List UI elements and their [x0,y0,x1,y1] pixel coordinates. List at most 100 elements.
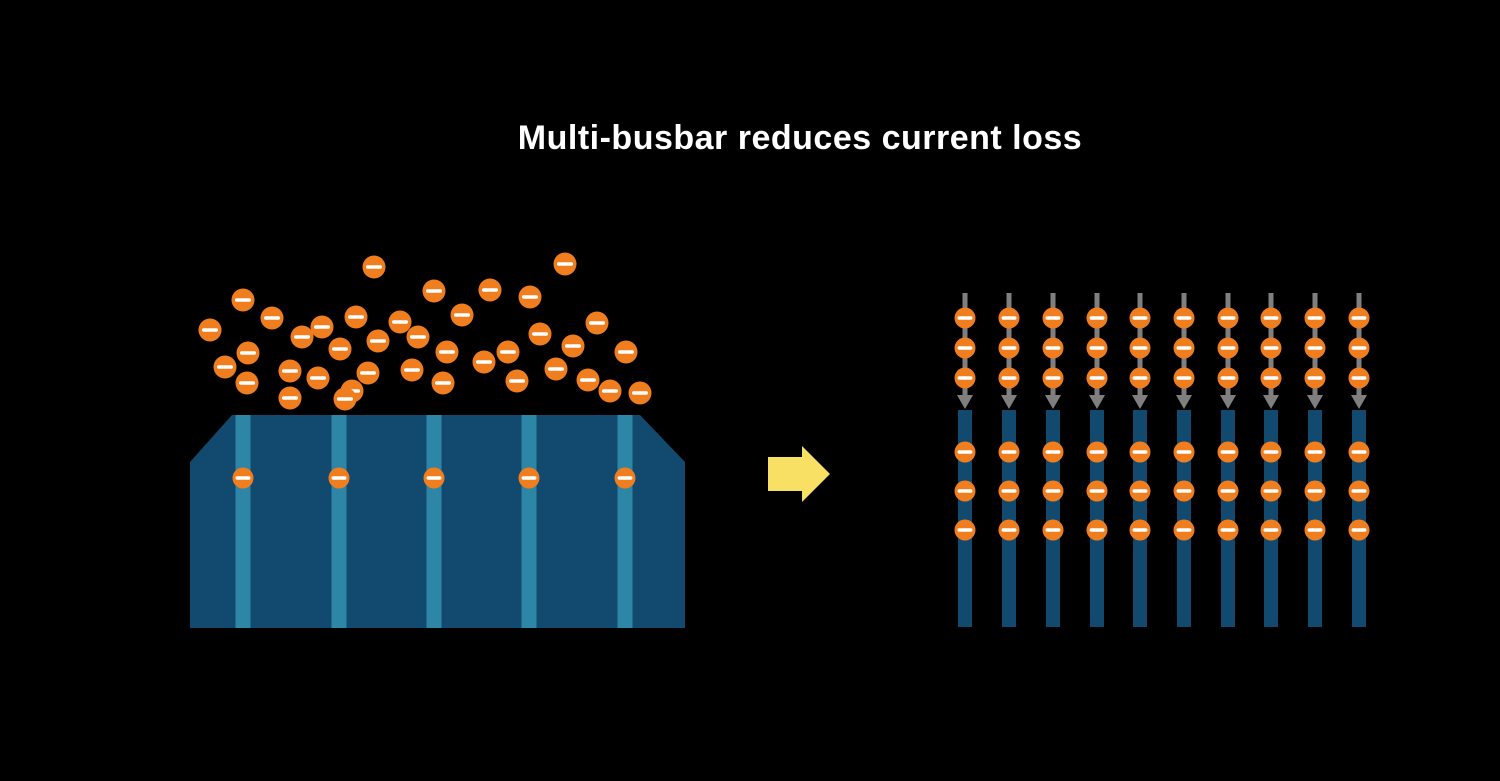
busbar-column [1173,293,1195,627]
electron-icon [278,359,302,383]
multi-busbar-cell [954,293,1370,627]
electron-icon [954,307,976,329]
electron-icon [954,519,976,541]
electron-icon [585,311,609,335]
electron-cloud [198,252,652,411]
electron-icon [1348,519,1370,541]
electron-icon [544,357,568,381]
electron-icon [1042,337,1064,359]
electron-icon [1042,307,1064,329]
electron-icon [236,341,260,365]
electron-icon [1348,441,1370,463]
busbar-column [954,293,976,627]
busbar-column [1217,293,1239,627]
electron-icon [1129,480,1151,502]
electron-icon [1129,519,1151,541]
electron-icon [1173,307,1195,329]
electron-icon [1304,307,1326,329]
electron-icon [628,381,652,405]
electron-icon [1304,519,1326,541]
electron-icon [1217,337,1239,359]
electron-icon [344,305,368,329]
standard-busbar-cell [190,415,685,628]
electron-icon [1086,441,1108,463]
electron-icon [1173,519,1195,541]
electron-icon [478,278,502,302]
electron-icon [1086,337,1108,359]
electron-icon [450,303,474,327]
electron-icon [1260,307,1282,329]
electron-icon [998,480,1020,502]
flow-arrow-head-icon [1351,395,1367,409]
flow-arrow-head-icon [957,395,973,409]
electron-icon [998,519,1020,541]
electron-icon [1173,337,1195,359]
electron-icon [998,441,1020,463]
electron-icon [614,467,636,489]
electron-icon [232,467,254,489]
busbar [521,415,537,628]
electron-icon [235,371,259,395]
flow-arrow-head-icon [1132,395,1148,409]
electron-icon [362,255,386,279]
electron-icon [1129,367,1151,389]
busbar [331,415,347,628]
electron-icon [435,340,459,364]
busbar [235,415,251,628]
electron-icon [328,467,350,489]
flow-arrow-head-icon [1263,395,1279,409]
electron-icon [260,306,284,330]
electron-icon [518,285,542,309]
electron-icon [1304,337,1326,359]
busbar [426,415,442,628]
electron-icon [1042,441,1064,463]
electron-icon [1217,367,1239,389]
flow-arrow-head-icon [1176,395,1192,409]
electron-icon [1042,480,1064,502]
busbar [1133,410,1147,627]
busbar [958,410,972,627]
electron-icon [366,329,390,353]
electron-icon [1348,307,1370,329]
electron-icon [598,379,622,403]
electron-icon [1348,480,1370,502]
electron-icon [328,337,352,361]
electron-icon [1086,480,1108,502]
electron-icon [954,480,976,502]
flow-arrow-head-icon [1045,395,1061,409]
electron-icon [998,367,1020,389]
electron-icon [472,350,496,374]
electron-icon [431,371,455,395]
electron-icon [1086,519,1108,541]
busbar [617,415,633,628]
electron-icon [1348,367,1370,389]
electron-icon [1217,441,1239,463]
electron-icon [518,467,540,489]
electron-icon [1260,337,1282,359]
electron-icon [1042,519,1064,541]
flow-arrow-head-icon [1220,395,1236,409]
electron-icon [1304,480,1326,502]
electron-icon [1217,480,1239,502]
busbar-column [1260,293,1282,627]
electron-icon [954,441,976,463]
electron-icon [400,358,424,382]
busbar [1221,410,1235,627]
electron-icon [1304,367,1326,389]
electron-icon [954,337,976,359]
electron-icon [1129,337,1151,359]
busbar [1264,410,1278,627]
electron-icon [561,334,585,358]
electron-icon [1260,441,1282,463]
electron-icon [1217,307,1239,329]
electron-icon [553,252,577,276]
electron-icon [310,315,334,339]
electron-icon [1042,367,1064,389]
electron-icon [1260,519,1282,541]
electron-icon [1129,307,1151,329]
busbar [1090,410,1104,627]
busbar-column [1304,293,1326,627]
busbar-column [1042,293,1064,627]
electron-icon [333,387,357,411]
